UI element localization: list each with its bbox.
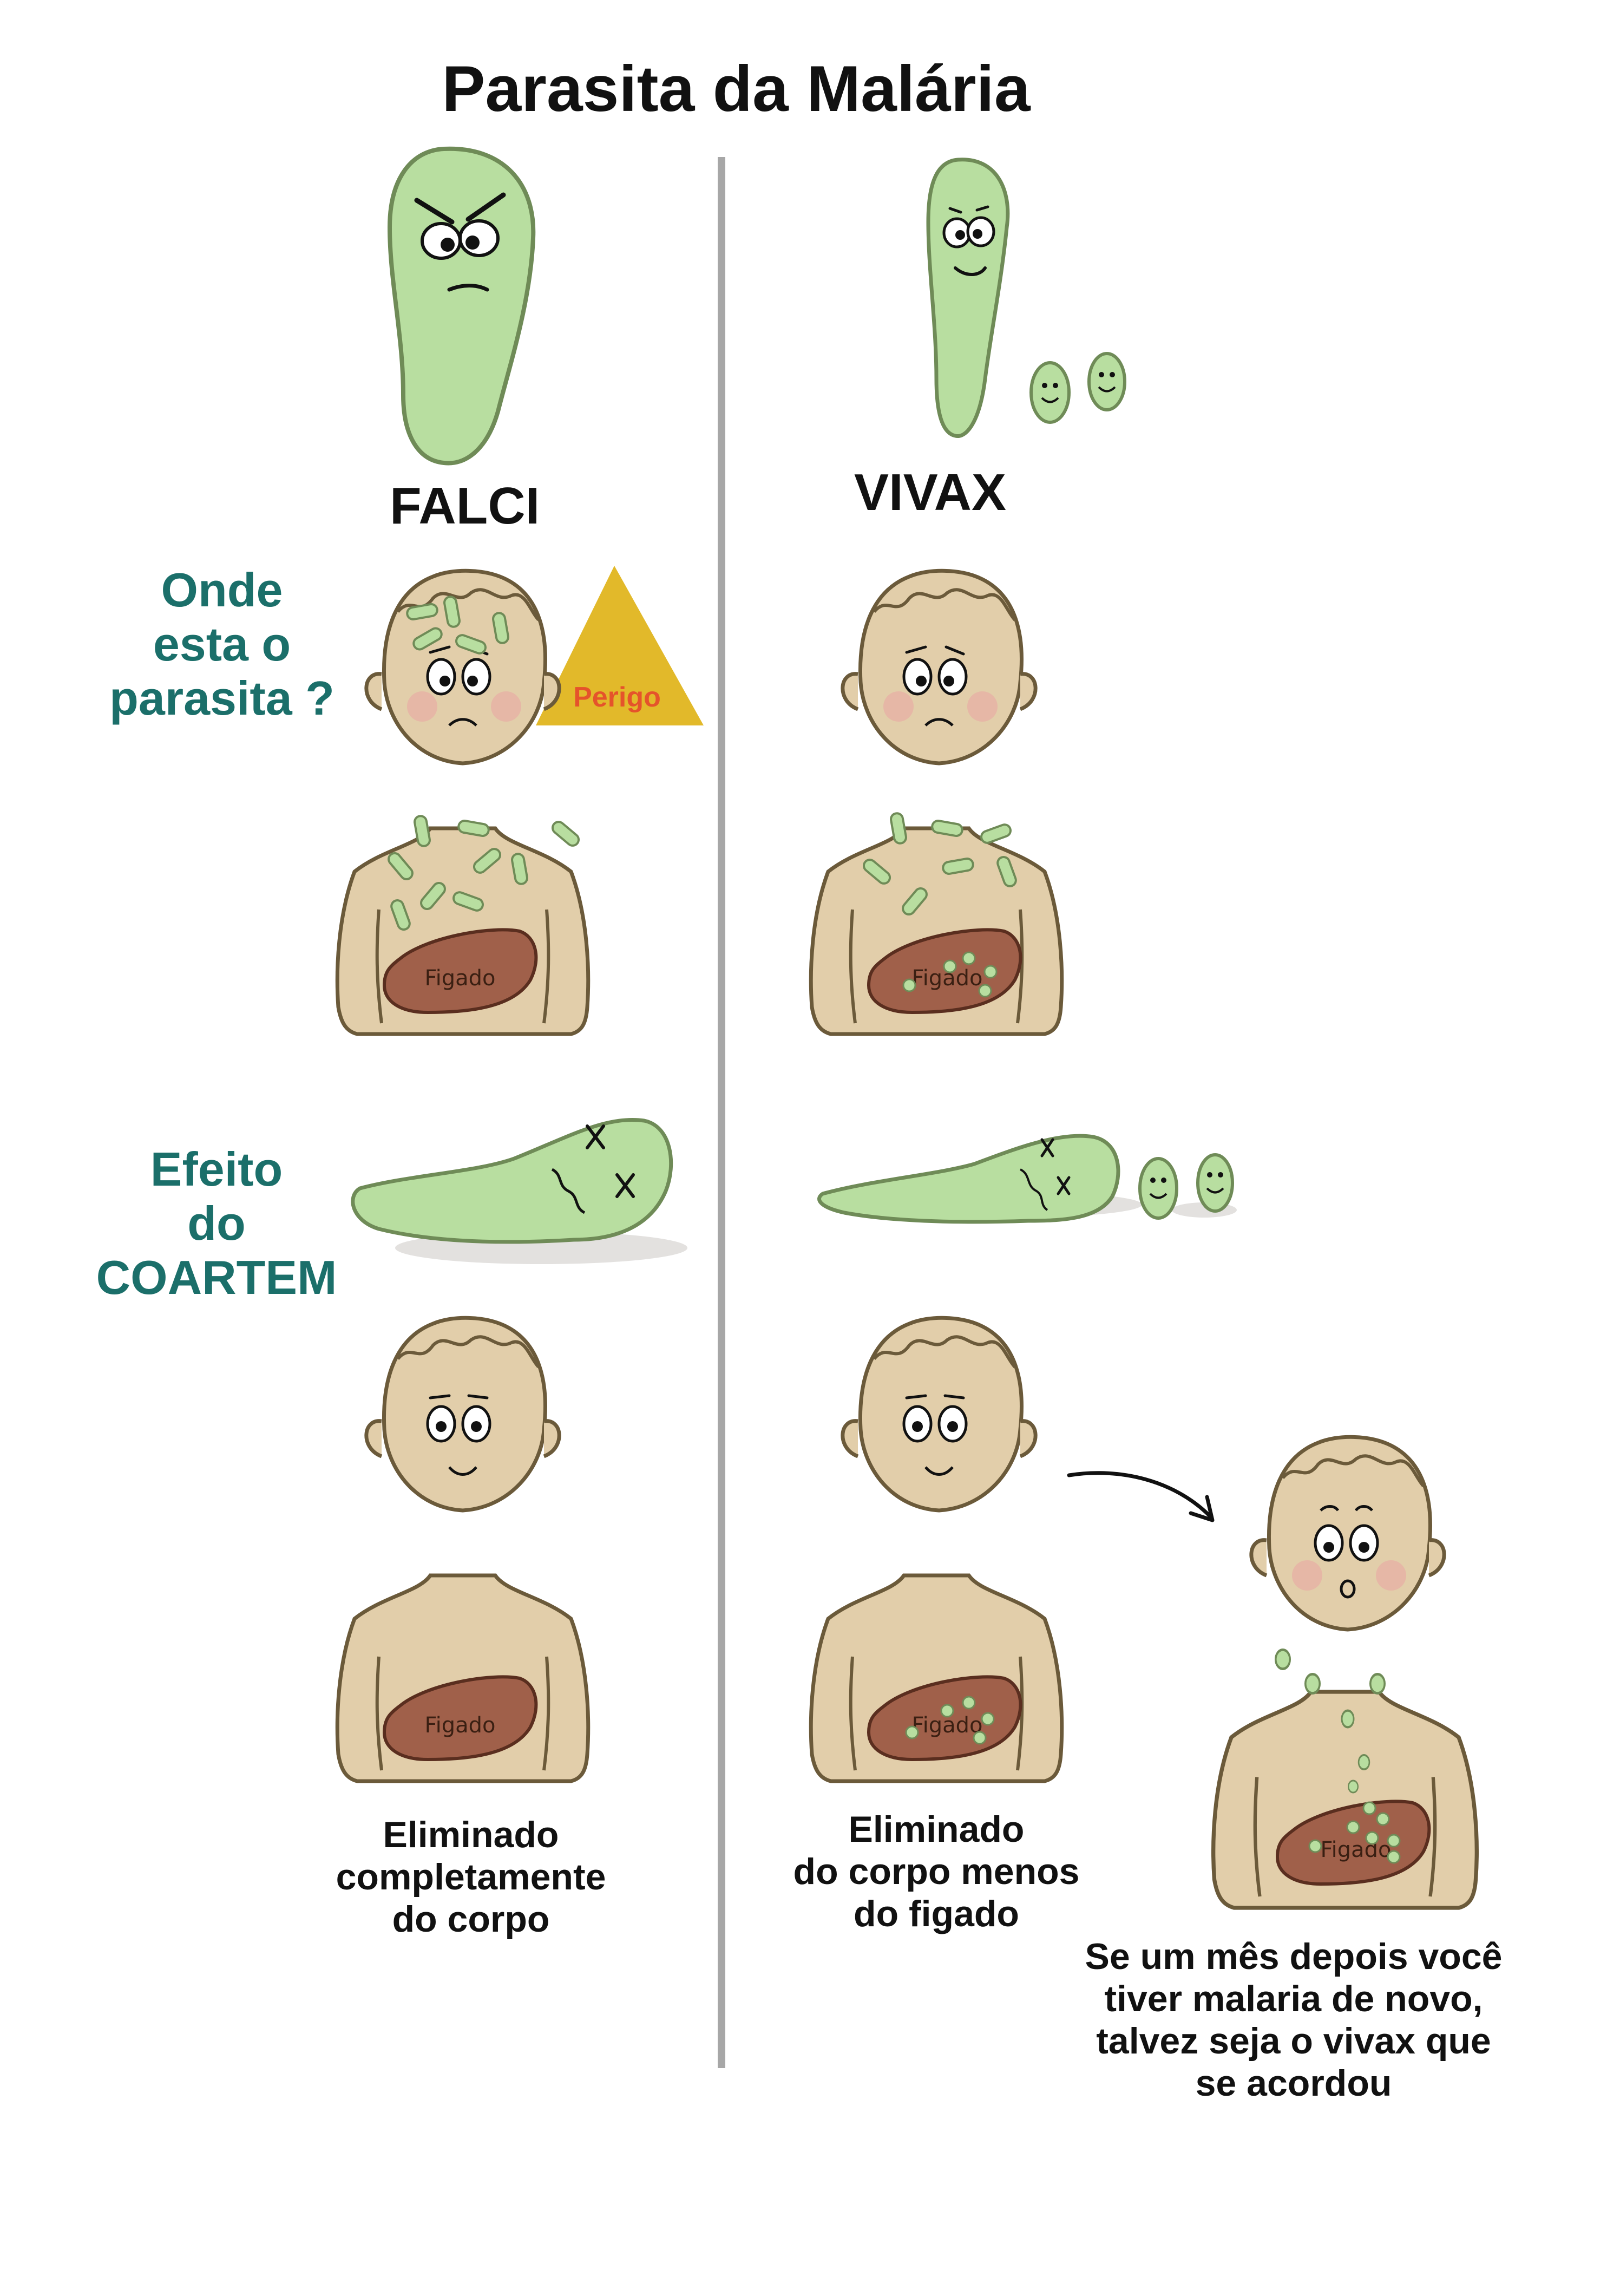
dead-falci-parasite-icon <box>351 1117 687 1264</box>
danger-triangle-icon: Perigo <box>536 566 704 725</box>
falci-parasite-icon <box>387 146 536 466</box>
vivax-caption-line-3: do figado <box>854 1893 1019 1934</box>
relapse-note: Se um mês depois você tiver malaria de n… <box>1028 1935 1559 2104</box>
note-line-3: talvez seja o vivax que <box>1096 2020 1491 2062</box>
vivax-infected-person: Figado <box>811 571 1061 1034</box>
falci-infected-person: Figado <box>337 571 588 1034</box>
vivax-caption-line-1: Eliminado <box>848 1809 1025 1850</box>
falci-caption: Eliminado completamente do corpo <box>303 1814 639 1940</box>
effect-line-1: Efeito <box>150 1142 283 1196</box>
vivax-cured-person: Figado <box>811 1318 1061 1781</box>
liver-label: Figado <box>1321 1837 1392 1862</box>
falci-label: FALCI <box>390 477 540 535</box>
falci-caption-line-3: do corpo <box>392 1899 550 1940</box>
falci-caption-line-2: completamente <box>336 1856 606 1898</box>
dormant-parasite-icon <box>1029 352 1126 424</box>
question-line-3: parasita ? <box>109 671 334 725</box>
effect-text: Efeito do COARTEM <box>81 1142 352 1305</box>
vivax-caption-line-2: do corpo menos <box>793 1851 1080 1892</box>
question-line-1: Onde <box>161 563 283 617</box>
arrow-icon <box>1067 1471 1215 1522</box>
page-title: Parasita da Malária <box>442 53 1031 125</box>
effect-line-2: do <box>187 1196 246 1250</box>
vivax-label: VIVAX <box>854 463 1006 521</box>
liver-label: Figado <box>425 1713 496 1738</box>
danger-label: Perigo <box>573 682 661 713</box>
note-line-4: se acordou <box>1195 2063 1392 2104</box>
note-line-2: tiver malaria de novo, <box>1104 1978 1483 2019</box>
relapse-person: Figado <box>1214 1437 1477 1908</box>
falci-caption-line-1: Eliminado <box>383 1814 559 1855</box>
dead-vivax-parasite-icon <box>817 1134 1237 1224</box>
vivax-parasite-icon <box>926 158 1010 438</box>
falci-cured-person: Figado <box>337 1318 588 1781</box>
question-line-2: esta o <box>153 617 291 671</box>
vivax-caption: Eliminado do corpo menos do figado <box>769 1808 1104 1935</box>
question-text: Onde esta o parasita ? <box>81 563 363 725</box>
note-line-1: Se um mês depois você <box>1085 1936 1503 1977</box>
effect-line-3: COARTEM <box>96 1251 337 1304</box>
liver-label: Figado <box>425 966 496 991</box>
